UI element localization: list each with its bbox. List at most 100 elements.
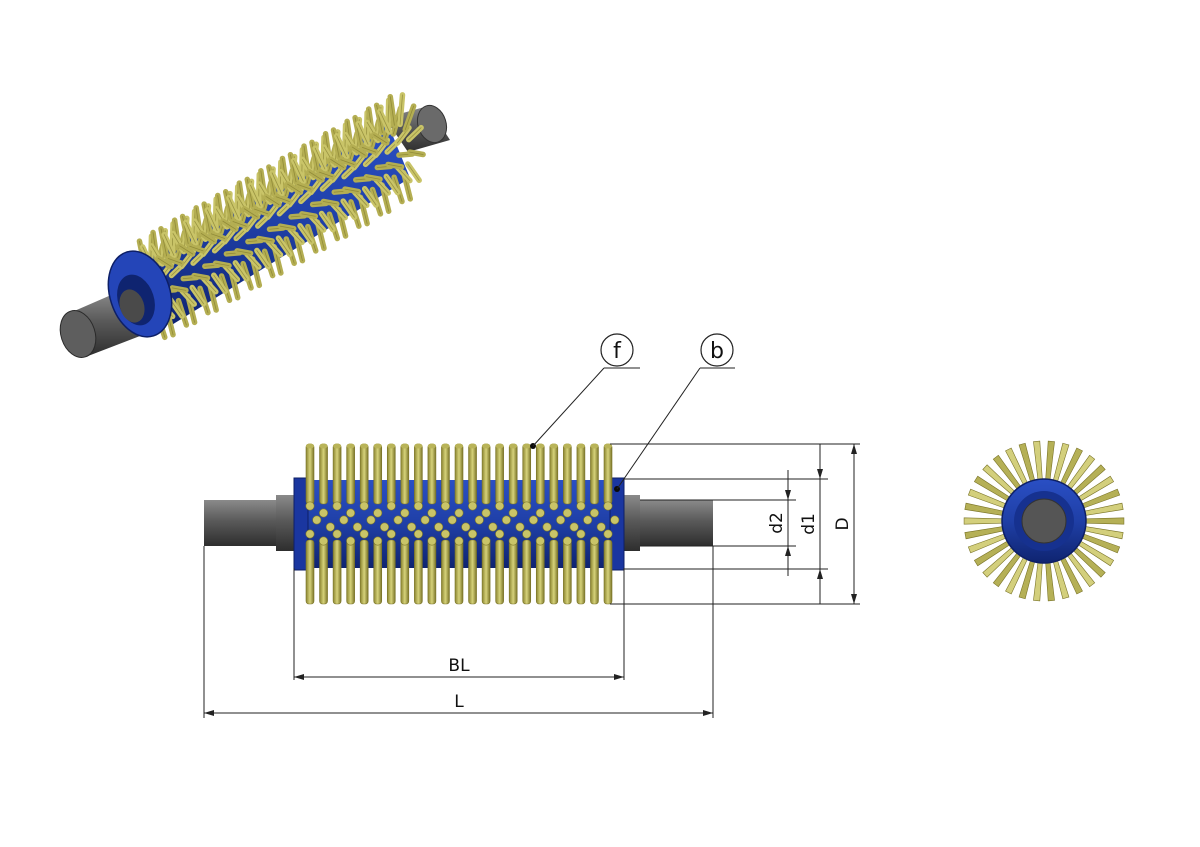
side-core-end-right [609, 477, 625, 571]
side-bristle-tuft [379, 522, 389, 532]
side-bristle-tuft [495, 501, 505, 511]
side-bristle-tuft [393, 515, 403, 525]
side-bristle-lower [535, 539, 545, 605]
iso-bristle-edge [258, 238, 273, 242]
side-bristle-tuft [366, 515, 376, 525]
side-bristle-tip [482, 443, 491, 449]
iso-bristle-edge [210, 233, 226, 239]
iso-bristle-edge [387, 164, 402, 168]
side-bristle-upper [359, 443, 369, 505]
side-bristle-tip [333, 443, 342, 449]
side-bristle-upper [603, 443, 613, 505]
side-bristle-tuft [549, 501, 559, 511]
side-bristle-tuft [454, 508, 464, 518]
side-bristle-upper [481, 443, 491, 505]
side-core-end-left [293, 477, 309, 571]
side-bristle-lower [454, 539, 464, 605]
side-bristle-tuft [495, 529, 505, 539]
end-bristle [1045, 558, 1055, 602]
iso-bristle-edge [332, 204, 346, 219]
side-bristle-tip [427, 443, 436, 449]
side-bristle-tip [590, 443, 599, 449]
iso-bristle-edge [206, 209, 218, 232]
side-bristle-lower [468, 539, 477, 605]
side-bristle-lower [332, 539, 342, 605]
side-bristle-lower [441, 539, 450, 605]
side-bristle-tuft [352, 522, 362, 532]
side-bristle-tuft [407, 522, 417, 532]
iso-bristle-edge [243, 208, 258, 218]
iso-bristle-edge [193, 275, 208, 279]
side-bristle-lower [319, 539, 328, 605]
side-bristle-upper [305, 443, 315, 505]
side-bristle-tip [509, 443, 518, 449]
iso-bristle-edge [179, 245, 194, 255]
side-bristle-tuft [332, 529, 342, 539]
side-bristle-tuft [508, 536, 518, 546]
iso-bristle-edge [375, 179, 389, 194]
side-bristle-upper [373, 443, 383, 505]
side-bristle-upper [468, 443, 477, 505]
side-bristle-tuft [501, 515, 511, 525]
side-bristle-tuft [339, 515, 349, 525]
side-bristle-lower [508, 539, 518, 605]
iso-bristle-edge [389, 96, 395, 126]
iso-bristle-edge [267, 241, 281, 256]
side-bristle-tip [441, 443, 450, 449]
side-bristle-rows [305, 443, 620, 605]
iso-bristle-edge [407, 163, 420, 181]
iso-bristle-edge [340, 159, 355, 165]
side-bristle-lower [563, 539, 572, 605]
side-bristle-tuft [454, 536, 464, 546]
iso-bristle-edge [344, 188, 359, 192]
side-bristle-tuft [569, 522, 579, 532]
iso-bristle-edge [250, 184, 261, 207]
side-bristle-tuft [542, 522, 552, 532]
side-shaft-left [204, 500, 276, 546]
end-bristle [1081, 517, 1125, 525]
side-bristle-upper [522, 443, 532, 505]
dimension-d2-label: d2 [767, 512, 787, 534]
side-bristle-tip [468, 443, 477, 449]
iso-bristle-edge [318, 171, 333, 178]
side-bristle-tuft [332, 501, 342, 511]
iso-bristle-edge [354, 191, 368, 206]
iso-bristle-edge [278, 237, 291, 255]
side-bristle-tip [536, 443, 545, 449]
side-bristle-tuft [576, 529, 586, 539]
iso-bristle-edge [172, 287, 187, 291]
side-bristle-tip [346, 443, 355, 449]
callout-b: b [616, 333, 735, 490]
side-bristle-tip [455, 443, 463, 449]
side-bristle-tuft [413, 501, 423, 511]
iso-bristle-edge [314, 147, 326, 170]
side-bristle-tuft [386, 501, 396, 511]
iso-front-flange [107, 250, 173, 338]
iso-bristle-edge [163, 234, 175, 256]
iso-bristle-edge [342, 200, 355, 218]
iso-bristle-edge [361, 147, 377, 153]
side-bristle-tuft [400, 536, 410, 546]
iso-bristle-edge [373, 134, 388, 144]
side-bristle-tuft [373, 536, 383, 546]
iso-bristle-edge [357, 123, 369, 145]
side-bristle-tuft [325, 522, 335, 532]
iso-bristle-edge [330, 158, 345, 168]
side-bristle-tip [549, 443, 558, 449]
side-bristle-tuft [305, 529, 315, 539]
side-bristle-lower [386, 539, 396, 605]
side-bristle-upper [576, 443, 586, 505]
iso-bristle-edge [289, 228, 303, 243]
callout-f-label: f [613, 339, 622, 364]
iso-bristle-edge [385, 176, 399, 194]
side-bristle-tuft [420, 515, 430, 525]
iso-bristle-edge [256, 250, 269, 268]
side-bristle-lower [414, 539, 423, 605]
iso-bristle-edge [213, 274, 226, 292]
iso-bristle-edge [404, 105, 415, 131]
side-bristle-lower [590, 539, 599, 605]
iso-bristle-edge [200, 233, 215, 243]
iso-bristle-edge [228, 197, 240, 219]
side-bristle-tuft [346, 508, 356, 518]
